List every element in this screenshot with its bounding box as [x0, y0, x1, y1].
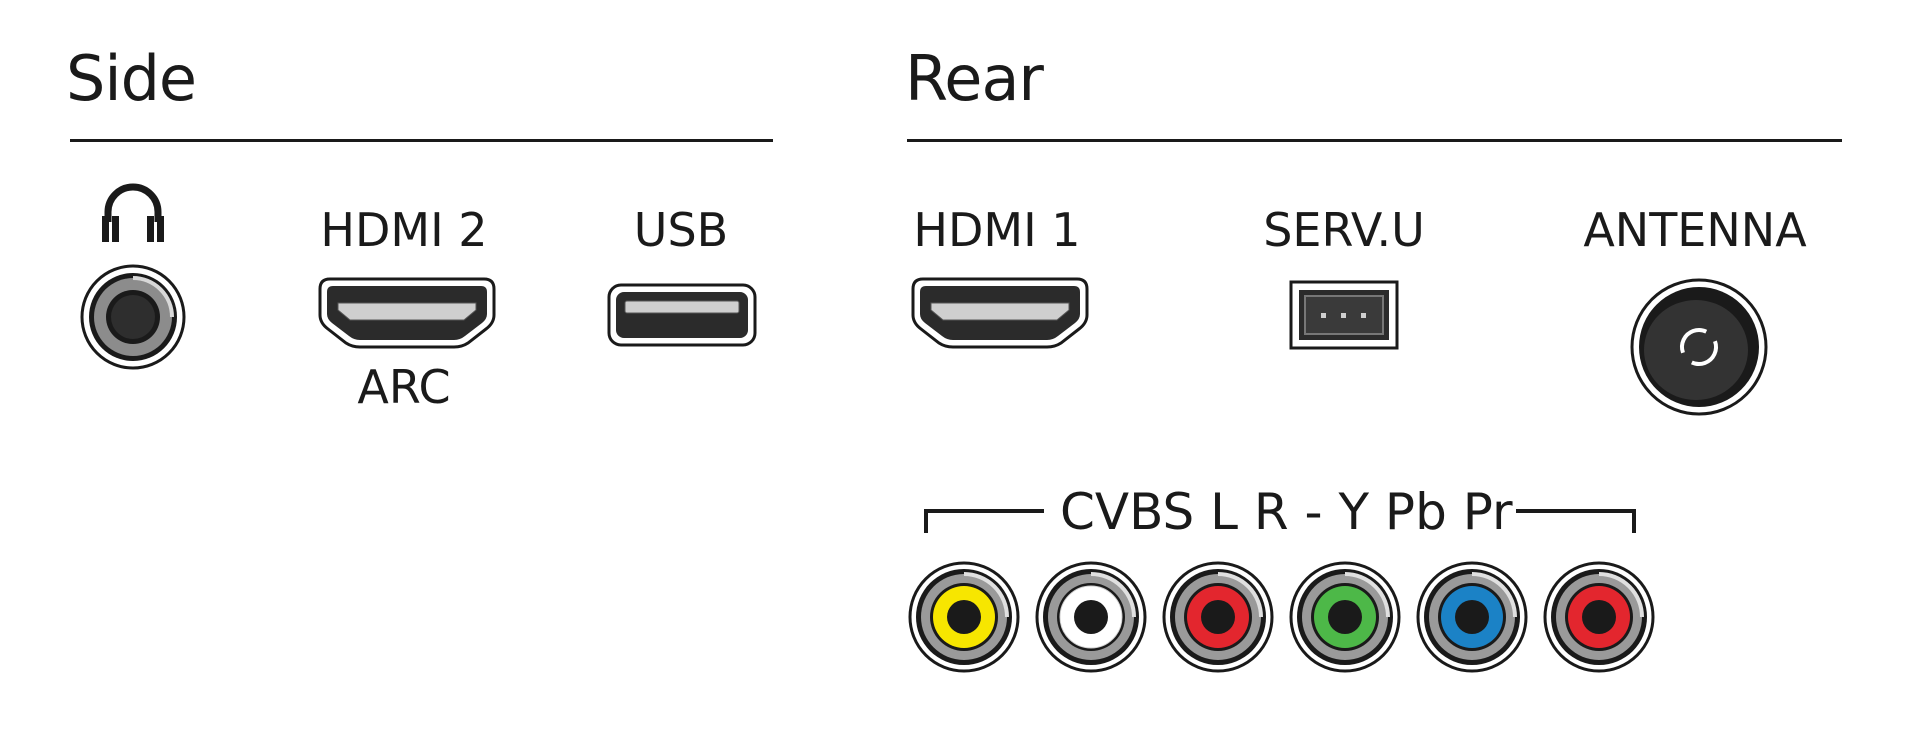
hdmi2-arc-label: ARC [357, 360, 451, 414]
av-group-bracket [924, 507, 1636, 535]
rca-jack-y[interactable] [1289, 561, 1401, 673]
rca-jack-row [908, 561, 1655, 673]
hdmi2-port[interactable] [318, 277, 496, 349]
rear-divider [907, 139, 1842, 142]
rca-jack-pb[interactable] [1416, 561, 1528, 673]
usb-label: USB [633, 203, 729, 257]
side-heading: Side [66, 42, 197, 115]
hdmi1-label: HDMI 1 [913, 203, 1081, 257]
servu-label: SERV.U [1263, 203, 1425, 257]
rca-jack-l[interactable] [1035, 561, 1147, 673]
rear-heading: Rear [905, 42, 1044, 115]
usb-port[interactable] [607, 283, 757, 347]
rca-jack-r[interactable] [1162, 561, 1274, 673]
rca-jack-pr[interactable] [1543, 561, 1655, 673]
headphone-icon [98, 180, 168, 246]
antenna-label: ANTENNA [1583, 203, 1807, 257]
side-divider [70, 139, 773, 142]
av-group-label: CVBS L R - Y Pb Pr [1060, 483, 1513, 541]
servu-port[interactable] [1289, 280, 1399, 350]
hdmi2-label: HDMI 2 [320, 203, 488, 257]
rca-jack-cvbs[interactable] [908, 561, 1020, 673]
headphone-jack[interactable] [80, 264, 186, 370]
hdmi1-port[interactable] [911, 277, 1089, 349]
antenna-port[interactable] [1630, 278, 1768, 416]
